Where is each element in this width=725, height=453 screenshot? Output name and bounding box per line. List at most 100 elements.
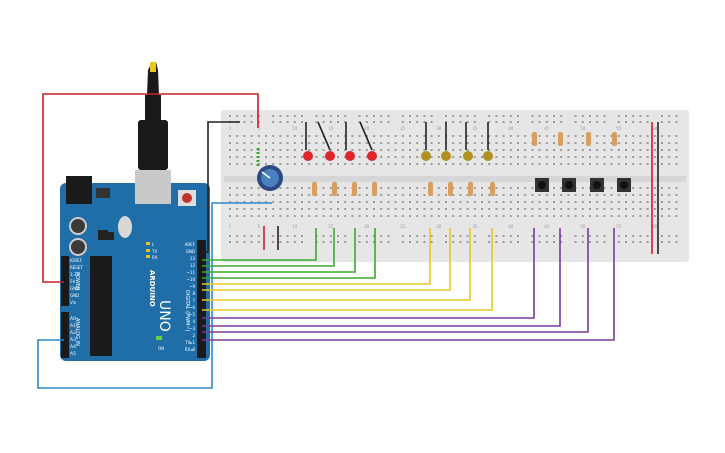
breadboard-hole bbox=[265, 142, 267, 144]
pushbutton-3-cap[interactable] bbox=[593, 181, 601, 189]
breadboard-hole bbox=[351, 142, 354, 144]
breadboard-hole bbox=[322, 241, 325, 243]
breadboard-hole bbox=[430, 135, 433, 137]
wire-gnd-black[interactable] bbox=[202, 121, 240, 253]
breadboard-hole bbox=[409, 187, 411, 189]
breadboard-hole bbox=[517, 187, 519, 189]
breadboard-hole bbox=[574, 208, 577, 210]
breadboard-hole bbox=[495, 187, 498, 189]
resistor-9 bbox=[532, 132, 537, 146]
breadboard-hole bbox=[466, 163, 469, 165]
breadboard-hole bbox=[308, 187, 311, 189]
breadboard-hole bbox=[329, 149, 332, 151]
breadboard-hole bbox=[279, 149, 282, 151]
led-on-label: ON bbox=[158, 346, 164, 351]
usb-plug-metal bbox=[150, 62, 156, 72]
wire-pin10-green[interactable] bbox=[202, 228, 376, 279]
breadboard-hole bbox=[430, 115, 433, 117]
pushbutton-1-cap[interactable] bbox=[538, 181, 546, 189]
breadboard-hole bbox=[581, 135, 584, 137]
reset-button-cap[interactable] bbox=[182, 193, 192, 203]
breadboard-hole bbox=[553, 115, 555, 117]
breadboard-hole bbox=[380, 241, 383, 243]
led-tx-label: TX bbox=[151, 249, 157, 254]
breadboard-hole bbox=[502, 215, 505, 217]
wire-pin13-green[interactable] bbox=[202, 228, 317, 261]
breadboard-hole bbox=[553, 149, 555, 151]
breadboard-hole bbox=[430, 201, 433, 203]
breadboard-hole bbox=[675, 156, 678, 158]
breadboard-column-number: 15 bbox=[328, 224, 334, 229]
breadboard-hole bbox=[581, 142, 584, 144]
breadboard-hole bbox=[502, 156, 505, 158]
breadboard-hole bbox=[423, 142, 426, 144]
jumper-black-led-4[interactable] bbox=[359, 121, 373, 151]
wire-analog-cyan[interactable] bbox=[37, 202, 272, 389]
breadboard-hole bbox=[538, 201, 541, 203]
wire-pin3-purple[interactable] bbox=[202, 228, 589, 333]
wire-pin6-yellow[interactable] bbox=[202, 228, 493, 311]
wire-pin2-purple[interactable] bbox=[202, 228, 615, 341]
pushbuttons[interactable] bbox=[535, 178, 631, 192]
wire-pin12-green[interactable] bbox=[202, 228, 335, 267]
arduino-board[interactable]: ARDUINO UNO DIGITAL (PWM~) POWER ANALOG … bbox=[60, 62, 210, 361]
breadboard-hole bbox=[481, 187, 483, 189]
breadboard-hole bbox=[423, 235, 426, 237]
breadboard-hole bbox=[387, 135, 390, 137]
breadboard-hole bbox=[387, 215, 390, 217]
wire-pin11-green[interactable] bbox=[202, 228, 356, 273]
breadboard-hole bbox=[250, 194, 253, 196]
pushbutton-4-cap[interactable] bbox=[620, 181, 628, 189]
breadboard-hole bbox=[272, 194, 275, 196]
breadboard-hole bbox=[236, 149, 239, 151]
breadboard-hole bbox=[509, 208, 512, 210]
breadboard-hole bbox=[661, 142, 663, 144]
resistor-7 bbox=[468, 182, 473, 196]
breadboard-hole bbox=[495, 163, 498, 165]
breadboard-hole bbox=[272, 163, 275, 165]
breadboard-hole bbox=[459, 201, 462, 203]
breadboard[interactable]: 1155101015152020252530303535404045455050… bbox=[221, 110, 689, 262]
breadboard-hole bbox=[430, 215, 433, 217]
breadboard-hole bbox=[337, 149, 339, 151]
wire-pin5-purple[interactable] bbox=[202, 228, 535, 319]
breadboard-hole bbox=[531, 215, 534, 217]
wire-pin4-purple[interactable] bbox=[202, 228, 561, 327]
led-tx bbox=[146, 249, 150, 252]
breadboard-column-number: 55 bbox=[616, 126, 622, 131]
wire-pin9-yellow[interactable] bbox=[202, 228, 431, 285]
breadboard-hole bbox=[625, 215, 627, 217]
breadboard-hole bbox=[459, 135, 462, 137]
breadboard-hole bbox=[632, 208, 635, 210]
wire-pin8-yellow[interactable] bbox=[202, 228, 451, 291]
breadboard-hole bbox=[250, 235, 253, 237]
breadboard-hole bbox=[502, 208, 505, 210]
breadboard-hole bbox=[337, 156, 339, 158]
pushbutton-2-cap[interactable] bbox=[565, 181, 573, 189]
breadboard-hole bbox=[394, 208, 397, 210]
breadboard-hole bbox=[265, 194, 267, 196]
breadboard-hole bbox=[509, 201, 512, 203]
breadboard-hole bbox=[351, 135, 354, 137]
breadboard-hole bbox=[459, 115, 462, 117]
potentiometer[interactable] bbox=[257, 165, 283, 191]
breadboard-hole bbox=[351, 163, 354, 165]
breadboard-hole bbox=[286, 142, 289, 144]
breadboard-hole bbox=[380, 149, 383, 151]
breadboard-hole bbox=[574, 135, 577, 137]
breadboard-hole bbox=[322, 194, 325, 196]
breadboard-hole bbox=[409, 208, 411, 210]
breadboard-hole bbox=[437, 142, 440, 144]
breadboard-hole bbox=[401, 235, 404, 237]
breadboard-hole bbox=[394, 156, 397, 158]
resistors bbox=[312, 132, 617, 196]
breadboard-hole bbox=[567, 194, 570, 196]
wire-5v-red[interactable] bbox=[42, 93, 259, 283]
breadboard-hole bbox=[250, 156, 253, 158]
wires[interactable] bbox=[37, 93, 659, 389]
breadboard-hole bbox=[668, 194, 671, 196]
breadboard-hole bbox=[337, 163, 339, 165]
jumper-black-led-2[interactable] bbox=[317, 121, 331, 151]
power-pin-label: IOREF bbox=[70, 258, 83, 263]
wire-pin7-yellow[interactable] bbox=[202, 228, 471, 301]
